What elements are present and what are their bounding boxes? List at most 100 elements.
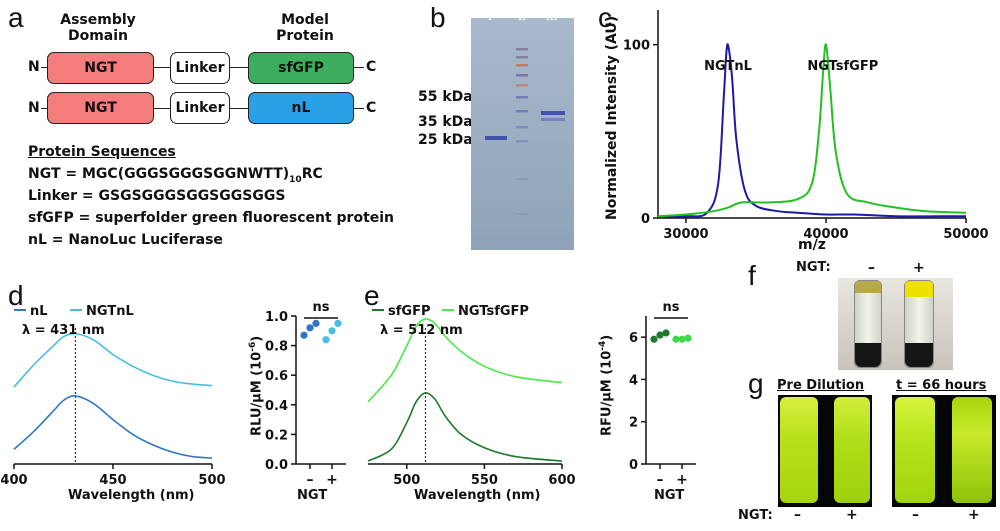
- n-terminus-label: N: [28, 59, 40, 75]
- f-photo: [838, 278, 953, 370]
- panel-label-a: a: [8, 2, 24, 33]
- x-tick-label: 450: [99, 473, 126, 488]
- y-tick-label: 0.4: [265, 399, 288, 414]
- e-bar-xlabel: NGT: [654, 488, 685, 503]
- gel-image: [471, 18, 574, 250]
- panel-label-c: c: [598, 2, 612, 33]
- series-line-NGTnL: [657, 43, 966, 218]
- ladder-bands: [516, 48, 528, 215]
- y-tick-label: 0: [629, 458, 638, 473]
- seq-nl: nL = NanoLuc Luciferase: [28, 232, 223, 248]
- y-tick-label: 2: [629, 416, 638, 431]
- data-point: [662, 329, 670, 337]
- g-tick-1: –: [794, 507, 801, 523]
- panel-label-f: f: [748, 260, 756, 291]
- g-t66-label: t = 66 hours: [896, 378, 987, 393]
- y-tick-label: 0.8: [265, 340, 288, 355]
- x-tick-label: +: [326, 472, 338, 488]
- data-point: [322, 336, 330, 344]
- x-tick-label: 30000: [663, 227, 708, 240]
- marker-35kda: 35 kDa: [418, 114, 473, 130]
- linker-box: Linker: [170, 92, 230, 124]
- panel-label-d: d: [8, 280, 24, 311]
- data-point: [306, 324, 314, 332]
- legend-label-nL: nL: [30, 304, 48, 319]
- data-point: [684, 334, 692, 342]
- data-point: [672, 335, 680, 343]
- g-pre-dilution-label: Pre Dilution: [777, 378, 865, 393]
- series-line-nL: [13, 395, 213, 459]
- seq-sfgfp: sfGFP = superfolder green fluorescent pr…: [28, 210, 395, 226]
- y-tick-label: 4: [629, 373, 638, 388]
- f-vial-minus: [854, 280, 882, 368]
- x-tick-label: –: [657, 472, 664, 488]
- ns-label: ns: [663, 300, 680, 315]
- series-line-NGTnL: [13, 332, 213, 388]
- d-xlabel: Wavelength (nm): [68, 488, 195, 503]
- g-tick-2: +: [846, 507, 858, 523]
- x-tick-label: –: [307, 472, 314, 488]
- model-protein-header: Model Protein: [276, 12, 334, 44]
- data-point: [650, 335, 658, 343]
- x-tick-label: 500: [198, 473, 225, 488]
- lambda-label: λ = 431 nm: [22, 323, 105, 338]
- g-vial-post-plus: [952, 397, 992, 503]
- series-line-NGTsfGFP: [657, 43, 967, 218]
- c-terminus-label: C: [366, 59, 377, 75]
- x-tick-label: 600: [548, 473, 575, 488]
- peak-label-ngtsfgfp: NGTsfGFP: [807, 59, 878, 74]
- panel-label-e: e: [364, 280, 380, 311]
- y-tick-label: 0: [641, 212, 650, 227]
- legend-label-sfGFP: sfGFP: [388, 304, 430, 319]
- lane-i-band: [485, 136, 507, 140]
- y-tick-label: 0.0: [265, 458, 288, 473]
- y-tick-label: 1.0: [265, 310, 288, 325]
- e-scatter-chart: 0 2 4 6 –+ ns: [629, 300, 696, 488]
- c-terminus-label: C: [366, 100, 377, 116]
- marker-25kda: 25 kDa: [418, 132, 473, 148]
- f-tick-plus: +: [913, 260, 925, 276]
- c-xlabel: m/z: [798, 237, 826, 253]
- data-point: [300, 331, 308, 339]
- x-tick-label: 550: [471, 473, 498, 488]
- panel-label-g: g: [748, 368, 764, 399]
- nl-box: nL: [248, 92, 354, 124]
- y-tick-label: 6: [629, 331, 638, 346]
- f-vial-plus: [904, 280, 934, 368]
- linker-box: Linker: [170, 52, 230, 84]
- lane-iii-band: [541, 111, 565, 115]
- seq-linker: Linker = GSGSGGGSGGSGGSGGS: [28, 188, 286, 204]
- peak-label-ngtnl: NGTnL: [704, 59, 752, 74]
- data-point: [334, 319, 342, 327]
- d-scatter-chart: 0.0 0.2 0.4 0.6 0.8 1.0 –+ ns: [265, 300, 346, 488]
- g-tick-4: +: [968, 507, 980, 523]
- marker-55kda: 55 kDa: [418, 89, 473, 105]
- g-photo-post: [892, 395, 996, 507]
- x-tick-label: 40000: [803, 227, 848, 240]
- ns-label: ns: [313, 300, 330, 315]
- legend-label-NGTnL: NGTnL: [86, 304, 134, 319]
- n-terminus-label: N: [28, 100, 40, 116]
- seq-ngt: NGT = MGC(GGGSGGGSGGNWTT)10RC: [28, 166, 323, 185]
- g-vial-post-minus: [895, 397, 935, 503]
- series-line-sfGFP: [367, 392, 563, 462]
- data-point: [328, 327, 336, 335]
- lane-label-i: i: [488, 9, 492, 23]
- g-tick-3: –: [912, 507, 919, 523]
- g-ngt-label: NGT:: [738, 508, 773, 523]
- x-tick-label: +: [676, 472, 688, 488]
- lambda-label: λ = 512 nm: [380, 323, 463, 338]
- y-tick-label: 0.2: [265, 428, 288, 443]
- d-bar-xlabel: NGT: [297, 488, 328, 503]
- assembly-domain-header: Assembly Domain: [60, 12, 136, 44]
- sfgfp-box: sfGFP: [248, 52, 354, 84]
- y-tick-label: 0.6: [265, 369, 288, 384]
- lane-label-iii: iii: [546, 9, 558, 23]
- x-tick-label: 50000: [943, 227, 988, 240]
- f-tick-minus: –: [868, 260, 875, 276]
- e-xlabel: Wavelength (nm): [414, 488, 541, 503]
- lane-label-ii: ii: [518, 9, 526, 23]
